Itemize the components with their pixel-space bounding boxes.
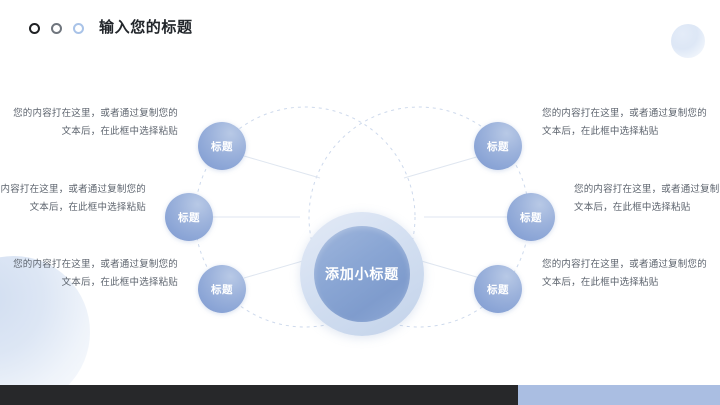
node-mid-left-label: 标题 [178, 211, 200, 224]
desc-bottom-left: 您的内容打在这里，或者通过复制您的文本后，在此框中选择粘贴 [13, 259, 178, 288]
desc-top-right: 您的内容打在这里，或者通过复制您的文本后，在此框中选择粘贴 [542, 108, 707, 137]
node-bottom-right[interactable]: 标题 [474, 265, 522, 313]
footer-bar-accent [518, 385, 720, 405]
node-mid-right-label: 标题 [520, 211, 542, 224]
node-bottom-right-label: 标题 [487, 283, 509, 296]
center-node[interactable]: 添加小标题 [300, 212, 424, 336]
node-mid-right[interactable]: 标题 [507, 193, 555, 241]
footer-bar-dark [0, 385, 518, 405]
radial-diagram: 添加小标题 标题 标题 标题 标题 标题 标题 您的内容打在这里，或者通过复制您… [0, 58, 720, 358]
node-mid-left[interactable]: 标题 [165, 193, 213, 241]
circle-outline-icon-blue [73, 23, 84, 34]
node-bottom-left-label: 标题 [211, 283, 233, 296]
desc-mid-right: 您的内容打在这里，或者通过复制您的文本后，在此框中选择粘贴 [574, 184, 720, 213]
desc-mid-left: 您的内容打在这里，或者通过复制您的文本后，在此框中选择粘贴 [0, 184, 146, 213]
slide-footer [0, 385, 720, 405]
node-top-right[interactable]: 标题 [474, 122, 522, 170]
desc-top-left: 您的内容打在这里，或者通过复制您的文本后，在此框中选择粘贴 [13, 108, 178, 137]
node-top-right-label: 标题 [487, 140, 509, 153]
center-node-inner: 添加小标题 [314, 226, 410, 322]
header-dot-group [29, 23, 84, 34]
center-node-label: 添加小标题 [325, 266, 399, 282]
circle-outline-icon-gray [51, 23, 62, 34]
node-bottom-left[interactable]: 标题 [198, 265, 246, 313]
decor-blob-top-right [671, 24, 705, 58]
slide-header: 输入您的标题 [0, 0, 720, 58]
node-top-left[interactable]: 标题 [198, 122, 246, 170]
node-top-left-label: 标题 [211, 140, 233, 153]
desc-bottom-right: 您的内容打在这里，或者通过复制您的文本后，在此框中选择粘贴 [542, 259, 707, 288]
page-title: 输入您的标题 [99, 19, 193, 36]
circle-outline-icon-dark [29, 23, 40, 34]
